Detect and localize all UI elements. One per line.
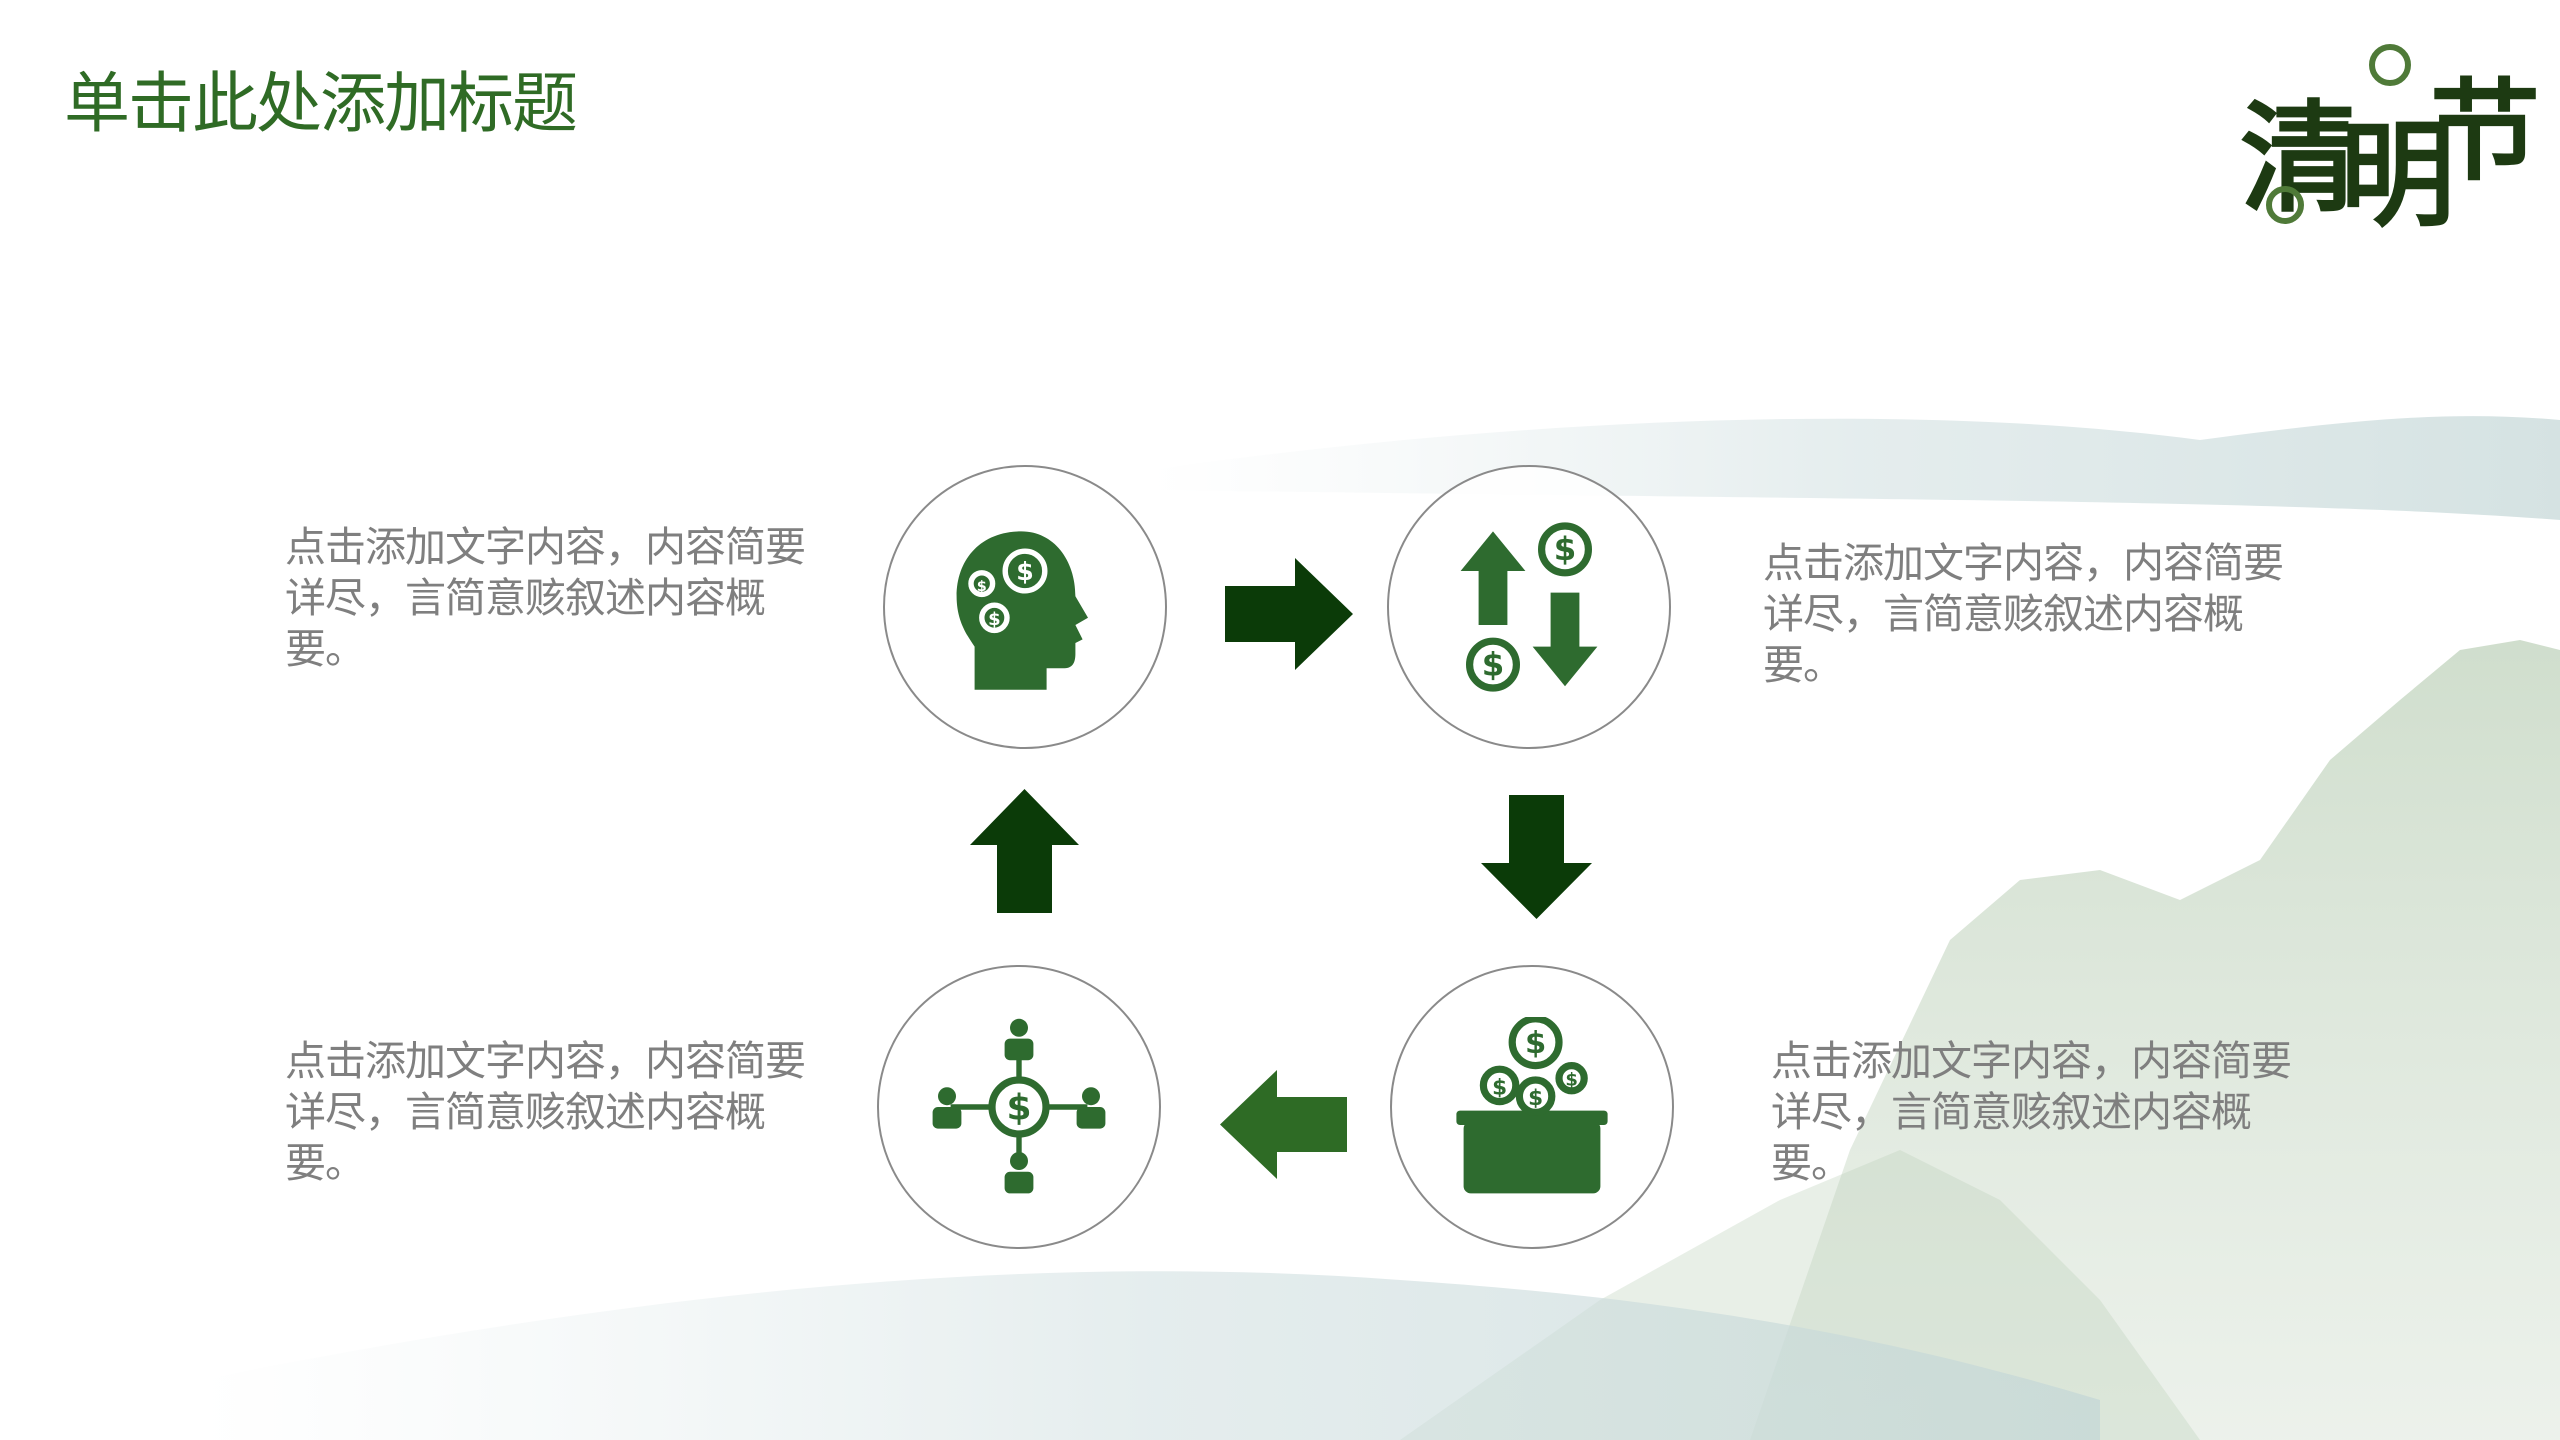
step-1-circle: $$$ (883, 465, 1167, 749)
svg-text:$: $ (1565, 1069, 1578, 1090)
step-2-circle: $$ (1387, 465, 1671, 749)
arrow-left-icon (1220, 1070, 1347, 1179)
step-4-description[interactable]: 点击添加文字内容，内容简要详尽，言简意赅叙述内容概要。 (285, 1037, 806, 1187)
svg-text:$: $ (1006, 1088, 1031, 1129)
svg-text:$: $ (988, 609, 1001, 630)
exchange-dollar-icon: $$ (1460, 522, 1598, 692)
svg-text:$: $ (977, 579, 987, 595)
arrow-right-icon (1225, 558, 1353, 670)
qingming-logo: 清 明 节 (2240, 44, 2540, 243)
coins-box-icon: $ $ $ $ (1456, 1017, 1608, 1194)
arrow-up-icon (970, 789, 1079, 913)
svg-text:$: $ (1482, 645, 1505, 683)
network-dollar-icon: $ (932, 1018, 1106, 1194)
head-dollar-icon: $$$ (956, 531, 1088, 690)
svg-text:明: 明 (2340, 108, 2455, 243)
step-4-circle: $ (877, 965, 1161, 1249)
step-1-description[interactable]: 点击添加文字内容，内容简要详尽，言简意赅叙述内容概要。 (285, 523, 806, 673)
svg-text:$: $ (1525, 1026, 1546, 1061)
svg-text:$: $ (1016, 557, 1034, 586)
svg-text:节: 节 (2430, 67, 2540, 196)
step-3-description[interactable]: 点击添加文字内容，内容简要详尽，言简意赅叙述内容概要。 (1771, 1037, 2292, 1187)
svg-text:$: $ (1554, 530, 1577, 568)
slide-title[interactable]: 单击此处添加标题 (64, 65, 578, 142)
svg-text:$: $ (1492, 1075, 1507, 1100)
svg-text:$: $ (1528, 1086, 1543, 1111)
step-2-description[interactable]: 点击添加文字内容，内容简要详尽，言简意赅叙述内容概要。 (1763, 539, 2284, 689)
arrow-down-icon (1481, 795, 1592, 919)
step-3-circle: $ $ $ $ (1390, 965, 1674, 1249)
